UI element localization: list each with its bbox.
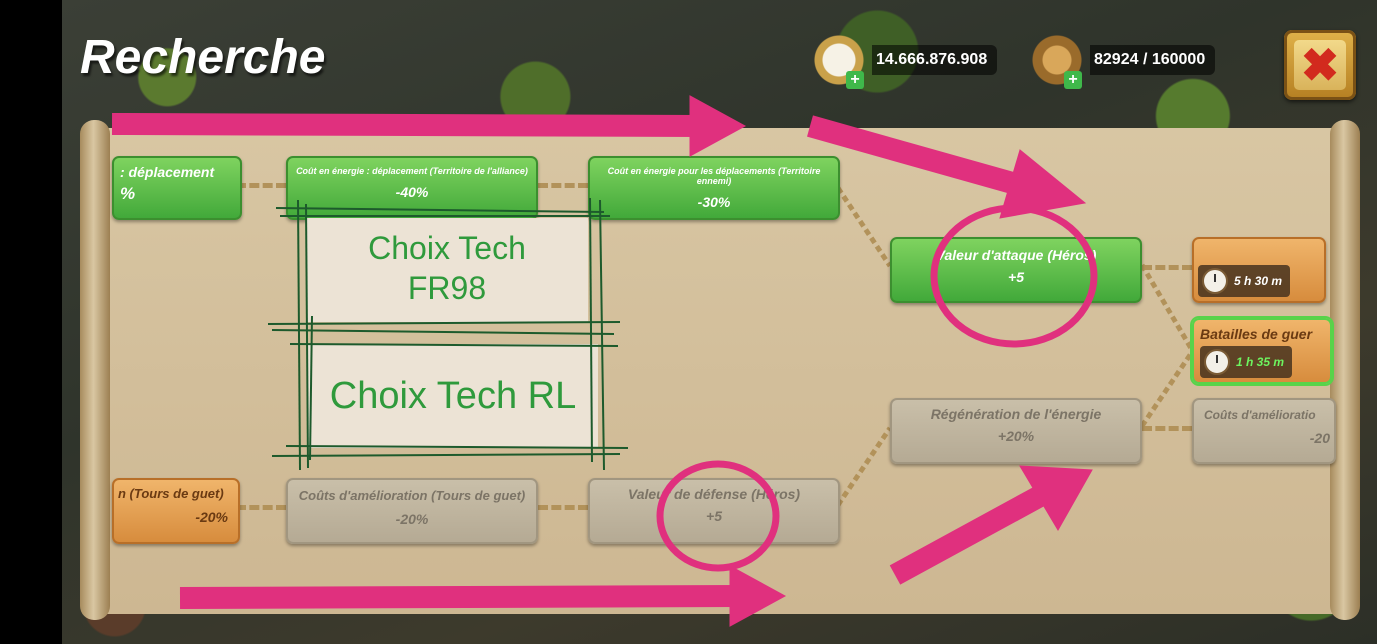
note-line: Choix Tech xyxy=(368,230,526,266)
connector xyxy=(1142,265,1192,270)
research-node-energy-alliance[interactable]: Coût en énergie : déplacement (Territoir… xyxy=(286,156,538,220)
node-value: -40% xyxy=(395,184,429,200)
leader-badge-icon: + xyxy=(1030,33,1084,89)
node-label: Valeur de défense (Héros) xyxy=(627,486,801,502)
add-leadership-button[interactable]: + xyxy=(1064,71,1082,89)
node-value: -20 xyxy=(1309,430,1330,446)
connector xyxy=(236,505,286,510)
node-label: Coût en énergie pour les déplacements (T… xyxy=(607,166,821,186)
note-choix-tech-fr98: Choix Tech FR98 xyxy=(306,218,588,322)
close-icon: ✖ xyxy=(1294,40,1346,90)
node-label: Valeur d'attaque (Héros) xyxy=(935,247,1097,263)
connector xyxy=(1142,426,1192,431)
node-label: Coûts d'amélioratio xyxy=(1204,408,1316,422)
timer-badge: 1 h 35 m xyxy=(1200,346,1293,378)
node-label: n (Tours de guet) xyxy=(118,486,224,501)
timer-badge: 5 h 30 m xyxy=(1197,265,1291,297)
node-label: Batailles de guer xyxy=(1200,326,1313,342)
node-value: +20% xyxy=(997,428,1035,444)
node-value: % xyxy=(120,184,136,203)
timer-text: 5 h 30 m xyxy=(1233,274,1283,288)
timer-text: 1 h 35 m xyxy=(1236,355,1285,369)
leadership-amount: 82924 / 160000 xyxy=(1090,45,1216,75)
node-value: -30% xyxy=(697,194,731,210)
scroll-roll-right xyxy=(1330,120,1360,620)
connector xyxy=(236,183,286,188)
gold-resource: + 14.666.876.908 xyxy=(812,33,998,89)
close-button[interactable]: ✖ xyxy=(1284,30,1356,100)
research-node-attack-hero[interactable]: Valeur d'attaque (Héros) +5 xyxy=(890,237,1142,303)
connector xyxy=(538,505,588,510)
left-bezel xyxy=(0,0,62,644)
research-node-timer[interactable]: 5 h 30 m xyxy=(1192,237,1326,303)
stopwatch-icon xyxy=(1201,268,1228,294)
scroll-roll-left xyxy=(80,120,110,620)
note-line: FR98 xyxy=(407,270,487,306)
leadership-resource: + 82924 / 160000 xyxy=(1030,33,1216,89)
research-node-energy-regen[interactable]: Régénération de l'énergie +20% xyxy=(890,398,1142,464)
node-value: +5 xyxy=(1008,269,1024,285)
research-node-guild-battles[interactable]: Batailles de guer 1 h 35 m xyxy=(1192,318,1332,384)
node-label: Coût en énergie : déplacement (Territoir… xyxy=(296,166,528,176)
connector xyxy=(538,183,588,188)
page-title: Recherche xyxy=(80,31,326,84)
research-node-energy-enemy[interactable]: Coût en énergie pour les déplacements (T… xyxy=(588,156,840,220)
node-label: Régénération de l'énergie xyxy=(930,406,1102,422)
research-node-watchtower-costs[interactable]: Coûts d'amélioration (Tours de guet) -20… xyxy=(286,478,538,544)
add-gold-button[interactable]: + xyxy=(846,71,864,89)
research-node-defense-hero[interactable]: Valeur de défense (Héros) +5 xyxy=(588,478,840,544)
gold-amount: 14.666.876.908 xyxy=(872,45,998,75)
note-choix-tech-rl: Choix Tech RL xyxy=(308,344,598,448)
research-node-watchtowers[interactable]: n (Tours de guet) -20% xyxy=(112,478,240,544)
node-label: : déplacement xyxy=(120,164,215,180)
research-node-deplacement[interactable]: : déplacement % xyxy=(112,156,242,220)
node-label: Coûts d'amélioration (Tours de guet) xyxy=(298,488,526,503)
research-node-upgrade-costs[interactable]: Coûts d'amélioratio -20 xyxy=(1192,398,1336,464)
node-value: -20% xyxy=(195,509,228,525)
node-value: +5 xyxy=(706,508,722,524)
stopwatch-icon xyxy=(1204,349,1230,375)
laurel-coin-icon: + xyxy=(812,33,866,89)
node-value: -20% xyxy=(395,511,429,527)
